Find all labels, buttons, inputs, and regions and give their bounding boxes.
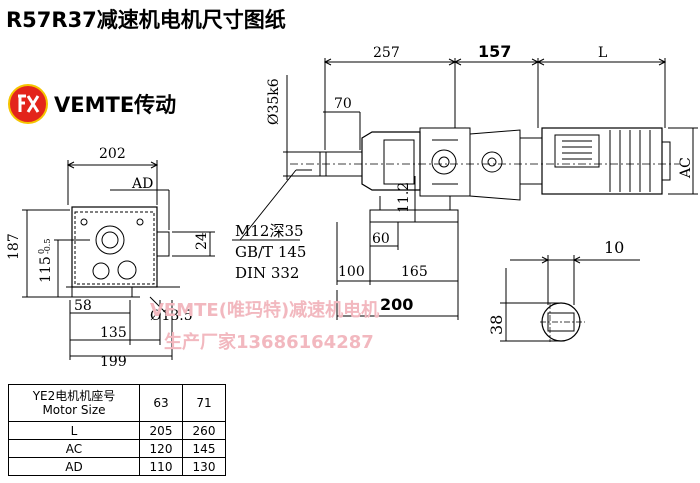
table-row-label: AC	[8, 439, 140, 458]
header-line-1: YE2电机机座号	[32, 389, 116, 403]
watermark: VEMTE(唯玛特)减速机电机 生产厂家13686164287	[150, 299, 379, 353]
page-title: R57R37减速机电机尺寸图纸	[6, 8, 286, 32]
dim-115: 115	[38, 256, 54, 283]
watermark-line-2: 生产厂家13686164287	[164, 331, 374, 353]
dim-ac: AC	[678, 157, 694, 179]
dim-115-tol-lower: -0.5	[43, 239, 52, 254]
dim-199: 199	[100, 354, 127, 370]
dim-10: 10	[604, 238, 624, 257]
dim-11-2: 11.2	[396, 182, 412, 213]
table-cell: 205	[139, 421, 183, 440]
dim-38: 38	[487, 315, 506, 335]
table-row: L 205 260	[8, 421, 226, 440]
motor-size-table: YE2电机机座号 Motor Size 63 71 L 205 260 AC 1…	[8, 384, 226, 476]
dim-hole: Ø13.5	[150, 308, 193, 324]
table-size-71: 71	[182, 384, 226, 422]
dim-187: 187	[6, 233, 22, 260]
table-row: AC 120 145	[8, 439, 226, 458]
table-cell: 110	[139, 457, 183, 476]
dim-shaft-diameter: Ø35k6	[266, 78, 282, 125]
table-cell: 120	[139, 439, 183, 458]
dim-70: 70	[334, 96, 352, 112]
dim-135: 135	[100, 325, 127, 341]
dim-100: 100	[338, 264, 365, 280]
spec-standard-gb: GB/T 145	[235, 243, 306, 261]
header-line-2: Motor Size	[42, 403, 106, 417]
table-header-row: YE2电机机座号 Motor Size 63 71	[8, 384, 226, 422]
side-view	[232, 58, 698, 342]
dim-l: L	[598, 45, 607, 61]
table-header-label: YE2电机机座号 Motor Size	[8, 384, 140, 422]
table-row: AD 110 130	[8, 457, 226, 476]
table-cell: 130	[182, 457, 226, 476]
table-row-label: L	[8, 421, 140, 440]
dim-165: 165	[401, 264, 428, 280]
logo-text: VEMTE传动	[54, 93, 177, 117]
dim-157: 157	[478, 42, 511, 61]
table-cell: 145	[182, 439, 226, 458]
vemte-logo-icon	[8, 84, 48, 124]
dim-58: 58	[74, 298, 92, 314]
table-row-label: AD	[8, 457, 140, 476]
spec-thread: M12深35	[235, 222, 304, 240]
dim-ad: AD	[131, 176, 153, 192]
table-size-63: 63	[139, 384, 183, 422]
dim-257: 257	[373, 45, 400, 61]
spec-standard-din: DIN 332	[235, 264, 299, 282]
dim-115-tol-upper: 0	[37, 249, 46, 254]
watermark-line-1: VEMTE(唯玛特)减速机电机	[150, 299, 379, 321]
end-view	[22, 160, 215, 360]
dim-200: 200	[380, 295, 413, 314]
dim-24: 24	[194, 232, 210, 250]
dim-202: 202	[99, 146, 126, 162]
dim-60: 60	[372, 231, 390, 247]
brand-logo: VEMTE传动	[8, 84, 176, 124]
table-cell: 260	[182, 421, 226, 440]
